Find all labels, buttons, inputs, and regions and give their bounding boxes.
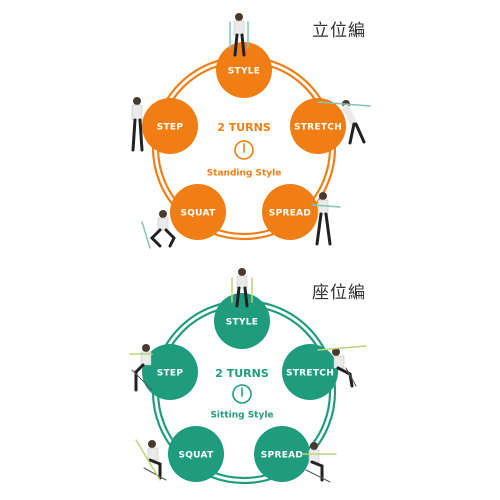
step-node-spread: SPREAD [262,184,318,240]
section-title-sitting: 座位編 [312,283,366,303]
person-squat-seated-figure [135,439,167,481]
step-label-stretch: STRETCH [294,123,342,133]
center-subtitle-sitting: Sitting Style [210,411,273,421]
person-spread-seated-figure [301,442,337,483]
step-node-spread: SPREAD [254,426,310,482]
step-node-style: STYLE [214,293,270,349]
step-label-squat: SQUAT [178,451,214,461]
person-step-seated-figure [129,344,153,392]
step-node-step: STEP [142,344,198,400]
step-label-stretch: STRETCH [286,369,334,379]
step-label-style: STYLE [226,318,259,328]
person-step-figure [131,97,144,152]
step-node-squat: SQUAT [170,184,226,240]
step-label-squat: SQUAT [180,209,216,219]
center-title-standing: 2 TURNS [217,121,271,134]
center-subtitle-standing: Standing Style [207,169,282,179]
person-style-figure [229,13,249,57]
power-timer-icon [232,384,252,404]
step-node-step: STEP [142,98,198,154]
sitting-cycle-diagram: STYLE STRETCH SPREAD SQUAT STEP 2 TURNS … [129,268,367,485]
person-style-seated-figure [231,268,253,308]
step-label-spread: SPREAD [261,451,303,461]
person-stretch-seated-figure [317,345,367,388]
sitting-section: 座位編 STYLE STRETCH SPREAD SQUAT STEP 2 TU… [0,250,500,500]
section-title-standing: 立位編 [312,21,366,41]
step-label-step: STEP [157,123,184,133]
power-timer-icon [234,140,254,160]
step-label-spread: SPREAD [269,209,311,219]
person-squat-figure [141,210,176,249]
step-node-style: STYLE [216,42,272,98]
step-label-style: STYLE [228,67,261,77]
step-node-squat: SQUAT [168,426,224,482]
person-stretch-figure [317,100,371,145]
standing-section: 立位編 STYLE STRETCH SPREAD SQUAT STEP 2 TU… [131,13,371,249]
step-node-stretch: STRETCH [282,344,338,400]
step-node-stretch: STRETCH [290,98,346,154]
person-spread-figure [311,192,341,246]
standing-cycle-diagram: STYLE STRETCH SPREAD SQUAT STEP 2 TURNS … [131,13,371,249]
center-title-sitting: 2 TURNS [215,367,269,380]
step-label-step: STEP [157,369,184,379]
